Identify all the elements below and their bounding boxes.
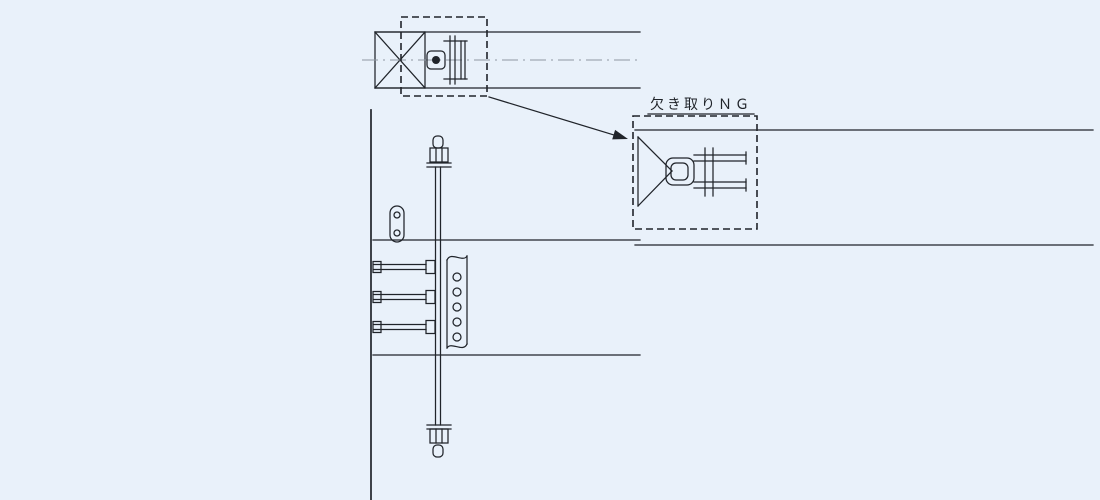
link-plate-hole-2 [393, 229, 401, 237]
plan-view [362, 31, 642, 89]
rod-end-dot [432, 56, 440, 64]
end-plate-wedge-upper [637, 136, 673, 172]
top-rod-stub [432, 135, 444, 149]
end-plate-wedge-lower [637, 170, 673, 207]
clamp-inner [670, 162, 689, 181]
bottom-nut-assembly [426, 424, 452, 458]
leader-line [488, 96, 615, 136]
detail-boundary-box [632, 115, 758, 230]
bolt-head [372, 290, 382, 304]
bottom-nut [429, 428, 449, 444]
callout-box [400, 16, 488, 97]
channel-top-break-line [446, 255, 468, 261]
bolt-nut [425, 319, 436, 335]
bolt-head [372, 260, 382, 274]
hanger-clip-plan [426, 50, 446, 70]
top-nut-assembly [426, 135, 452, 168]
perforated-channel [446, 255, 468, 349]
top-nut [429, 147, 449, 163]
channel-bottom-break-line [446, 343, 468, 349]
detail-view: 欠き取りＮＧ [632, 97, 1094, 246]
link-plate-outline [389, 205, 405, 243]
link-plate [389, 205, 405, 243]
bolt-nut [425, 259, 436, 275]
channel-hole-4 [452, 317, 462, 327]
wall-bolt-2 [372, 289, 436, 305]
channel-hole-1 [452, 272, 462, 282]
channel-hole-2 [452, 287, 462, 297]
detail-callout [400, 16, 628, 140]
wall-bolt-1 [372, 259, 436, 275]
wall-bolt-3 [372, 319, 436, 335]
leader-arrowhead [612, 129, 628, 140]
channel-hole-5 [452, 332, 462, 342]
channel-hole-3 [452, 302, 462, 312]
elevation-view [370, 109, 641, 500]
bolt-nut [425, 289, 436, 305]
clamp-outer [665, 157, 695, 186]
link-plate-hole-1 [393, 211, 401, 219]
detail-label: 欠き取りＮＧ [650, 97, 752, 113]
bolt-head [372, 320, 382, 334]
bottom-rod-stub [432, 444, 444, 458]
